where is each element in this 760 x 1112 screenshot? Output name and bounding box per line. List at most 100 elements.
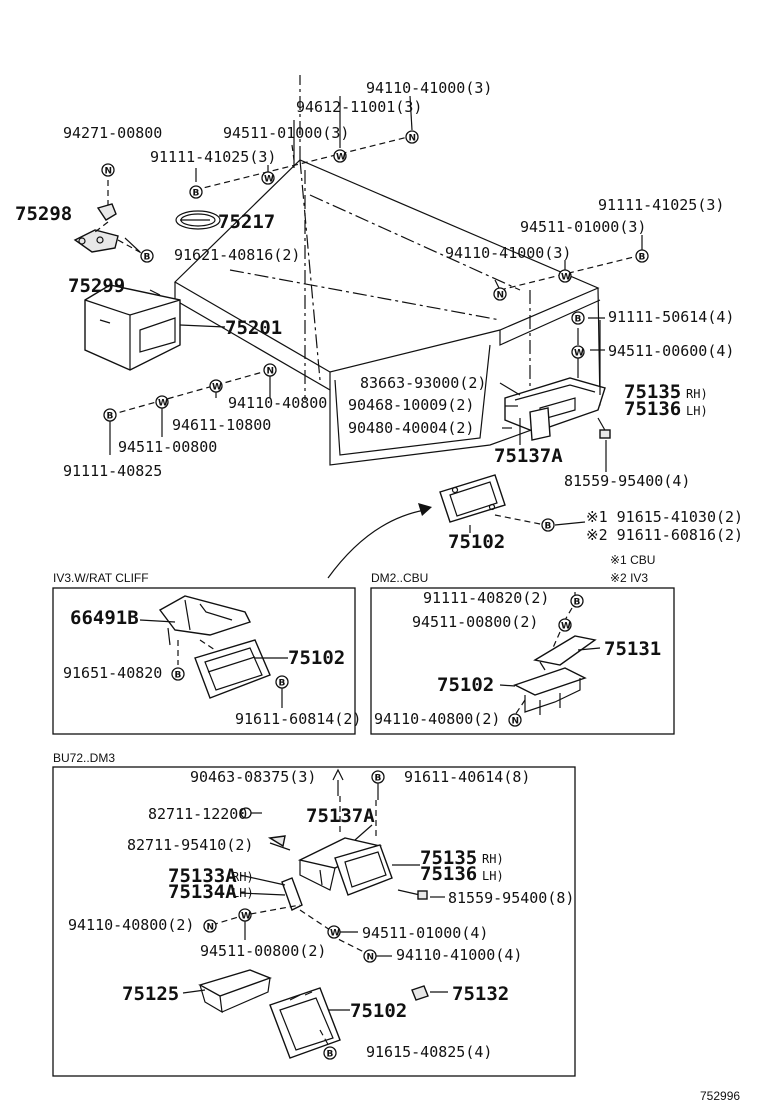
- section-title-iv3: IV3.W/RAT CLIFF: [53, 571, 149, 585]
- label-83663-93000: 83663-93000(2): [360, 374, 486, 392]
- label-91611-60816: ※2 91611-60816(2): [586, 526, 743, 544]
- leaders-main: [94, 95, 643, 533]
- label-75201: 75201: [225, 317, 282, 339]
- label-94110-41000-right: 94110-41000(3): [445, 244, 571, 262]
- label-91611-40614: 91611-40614(8): [404, 768, 530, 786]
- label-75299: 75299: [68, 275, 125, 297]
- svg-text:B: B: [193, 189, 200, 199]
- svg-text:B: B: [279, 679, 286, 689]
- svg-text:N: N: [267, 367, 275, 377]
- diagram-id: 752996: [700, 1089, 740, 1103]
- label-94110-40800-main: 94110-40800: [228, 394, 327, 412]
- label-90463-08375: 90463-08375(3): [190, 768, 316, 786]
- label-94611-10800: 94611-10800: [172, 416, 271, 434]
- label-81559-95400-bu: 81559-95400(8): [448, 889, 574, 907]
- label-75136-top: 75136: [624, 398, 681, 420]
- label-94511-01000-top: 94511-01000(3): [223, 124, 349, 142]
- svg-text:B: B: [575, 315, 582, 325]
- label-75135-bu: 75135: [420, 847, 477, 869]
- svg-text:B: B: [375, 774, 382, 784]
- svg-text:N: N: [512, 717, 520, 727]
- svg-text:W: W: [574, 349, 584, 359]
- fastener-symbols-main: N W N W B B B W N B W N W W B B: [101, 130, 649, 532]
- svg-text:W: W: [158, 399, 168, 409]
- svg-text:W: W: [336, 153, 346, 163]
- label-94612-11001: 94612-11001(3): [296, 98, 422, 116]
- label-94511-00800-main: 94511-00800: [118, 438, 217, 456]
- label-75135-top: 75135: [624, 381, 681, 403]
- label-94110-41000-bu: 94110-41000(4): [396, 946, 522, 964]
- svg-text:W: W: [561, 622, 571, 632]
- label-75102-main: 75102: [448, 531, 505, 553]
- label-91111-50614: 91111-50614(4): [608, 308, 734, 326]
- svg-text:N: N: [497, 291, 505, 301]
- label-lh-bu2: LH): [482, 869, 504, 883]
- svg-text:B: B: [639, 253, 646, 263]
- label-75217: 75217: [218, 211, 275, 233]
- label-94271-00800: 94271-00800: [63, 124, 162, 142]
- label-91111-40825: 91111-40825: [63, 462, 162, 480]
- label-75102-iv3: 75102: [288, 647, 345, 669]
- label-82711-95410: 82711-95410(2): [127, 836, 253, 854]
- label-91615-40825: 91615-40825(4): [366, 1043, 492, 1061]
- arrow-head: [418, 503, 432, 516]
- label-94511-01000-bu: 94511-01000(4): [362, 924, 488, 942]
- label-rh-bu1: RH): [232, 870, 254, 884]
- label-94511-00800-bu: 94511-00800(2): [200, 942, 326, 960]
- svg-text:B: B: [175, 671, 182, 681]
- label-94110-41000-top: 94110-41000(3): [366, 79, 492, 97]
- label-90480-40004: 90480-40004(2): [348, 419, 474, 437]
- label-90468-10009: 90468-10009(2): [348, 396, 474, 414]
- label-91111-40820: 91111-40820(2): [423, 589, 549, 607]
- svg-text:N: N: [409, 134, 417, 144]
- note-1: ※1 CBU: [610, 553, 655, 567]
- label-75137a-top: 75137A: [494, 445, 563, 467]
- label-75136-bu: 75136: [420, 863, 477, 885]
- label-75125: 75125: [122, 983, 179, 1005]
- svg-text:W: W: [241, 912, 251, 922]
- svg-text:W: W: [561, 273, 571, 283]
- svg-text:W: W: [212, 383, 222, 393]
- svg-text:N: N: [105, 167, 113, 177]
- section-bu72: BU72..DM3: [52, 751, 576, 1077]
- label-rh-bu2: RH): [482, 852, 504, 866]
- label-94511-01000-right: 94511-01000(3): [520, 218, 646, 236]
- label-91111-41025-left: 91111-41025(3): [150, 148, 276, 166]
- arrow-curve: [327, 509, 426, 579]
- bracket-75299: [73, 229, 119, 253]
- bracket-75135: [504, 377, 611, 441]
- svg-text:N: N: [207, 923, 215, 933]
- svg-text:B: B: [545, 522, 552, 532]
- label-rh-top: RH): [686, 387, 708, 401]
- label-91621-40816: 91621-40816(2): [174, 246, 300, 264]
- section-title-bu72: BU72..DM3: [53, 751, 115, 765]
- svg-text:B: B: [574, 598, 581, 608]
- box-75201: [84, 284, 181, 371]
- label-75133a: 75133A: [168, 865, 237, 887]
- clip-75298: [96, 203, 117, 221]
- label-75298: 75298: [15, 203, 72, 225]
- section-dm2: DM2..CBU B W N 91111-40820(2) 94511-0080…: [370, 571, 675, 735]
- label-75134a: 75134A: [168, 881, 237, 903]
- label-lh-bu1: LH): [232, 886, 254, 900]
- label-91615-41030: ※1 91615-41030(2): [586, 508, 743, 526]
- label-94511-00800-dm2: 94511-00800(2): [412, 613, 538, 631]
- label-75102-dm2: 75102: [437, 674, 494, 696]
- label-91651-40820: 91651-40820: [63, 664, 162, 682]
- label-75137a-bu: 75137A: [306, 805, 375, 827]
- label-75131: 75131: [604, 638, 661, 660]
- label-91111-41025-right: 91111-41025(3): [598, 196, 724, 214]
- label-91611-60814: 91611-60814(2): [235, 710, 361, 728]
- label-94511-00600: 94511-00600(4): [608, 342, 734, 360]
- section-iv3: IV3.W/RAT CLIFF B B 66491B 75102 91651-4…: [52, 571, 361, 735]
- label-82711-12200: 82711-12200: [148, 805, 247, 823]
- label-lh-top: LH): [686, 404, 708, 418]
- svg-text:B: B: [327, 1050, 334, 1060]
- label-94110-40800-bu: 94110-40800(2): [68, 916, 194, 934]
- label-66491b: 66491B: [70, 607, 139, 629]
- svg-text:W: W: [264, 175, 274, 185]
- svg-text:W: W: [330, 929, 340, 939]
- label-75132: 75132: [452, 983, 509, 1005]
- svg-text:N: N: [367, 953, 375, 963]
